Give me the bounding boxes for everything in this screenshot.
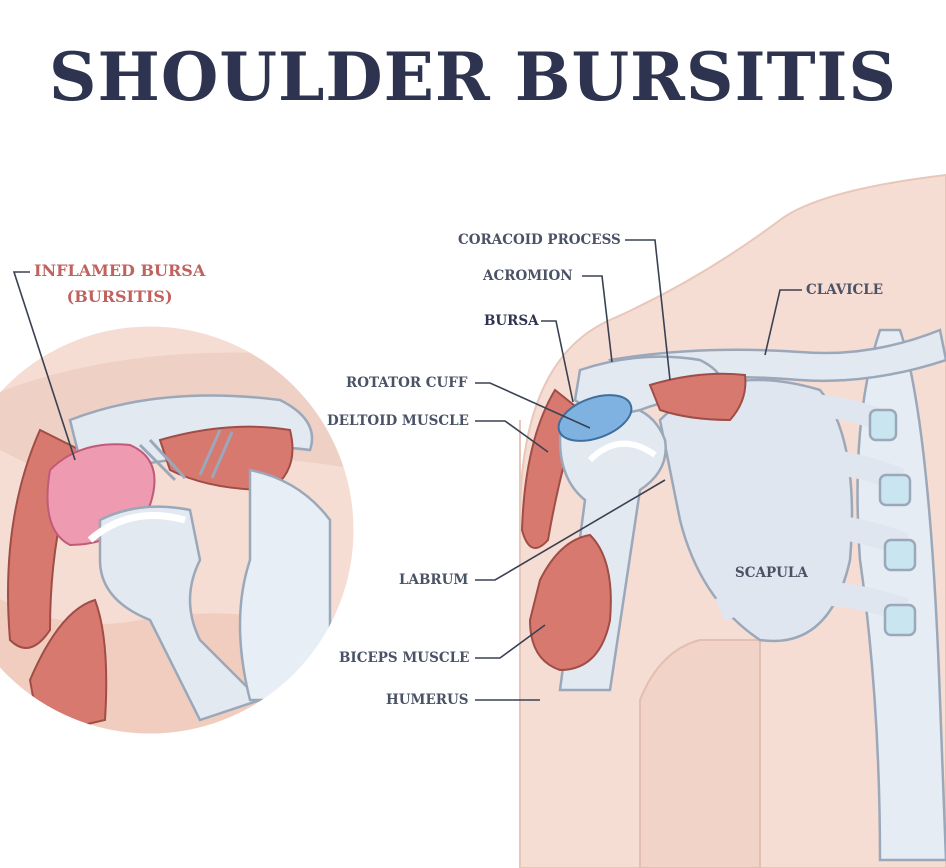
humerus-label: HUMERUS: [386, 692, 469, 708]
bursitis-inset: [0, 325, 355, 735]
biceps-muscle-label: BICEPS MUSCLE: [339, 650, 470, 666]
leader-lines: [12, 239, 802, 701]
ribcage: [705, 328, 946, 862]
inflamed-bursa-label: INFLAMED BURSA (BURSITIS): [34, 258, 205, 310]
rotator-cuff-muscle: [648, 372, 747, 422]
labrum-label: LABRUM: [399, 572, 469, 588]
labrum: [587, 440, 657, 463]
bursa-label: BURSA: [484, 313, 539, 329]
biceps-muscle: [528, 533, 612, 672]
diagram-title: SHOULDER BURSITIS: [48, 38, 898, 116]
inflamed-bursa-label-line1: INFLAMED BURSA: [34, 261, 206, 280]
clavicle-label: CLAVICLE: [806, 282, 884, 298]
acromion-label: ACROMION: [483, 268, 573, 284]
scapula-label: SCAPULA: [735, 565, 808, 581]
coracoid-process-label: CORACOID PROCESS: [458, 232, 621, 248]
deltoid-muscle-label: DELTOID MUSCLE: [327, 413, 469, 429]
scapula-bone: [658, 378, 854, 643]
bursa-healthy: [557, 394, 633, 442]
inflamed-bursa-label-line2: (BURSITIS): [66, 287, 173, 306]
rotator-cuff-label: ROTATOR CUFF: [346, 375, 468, 391]
